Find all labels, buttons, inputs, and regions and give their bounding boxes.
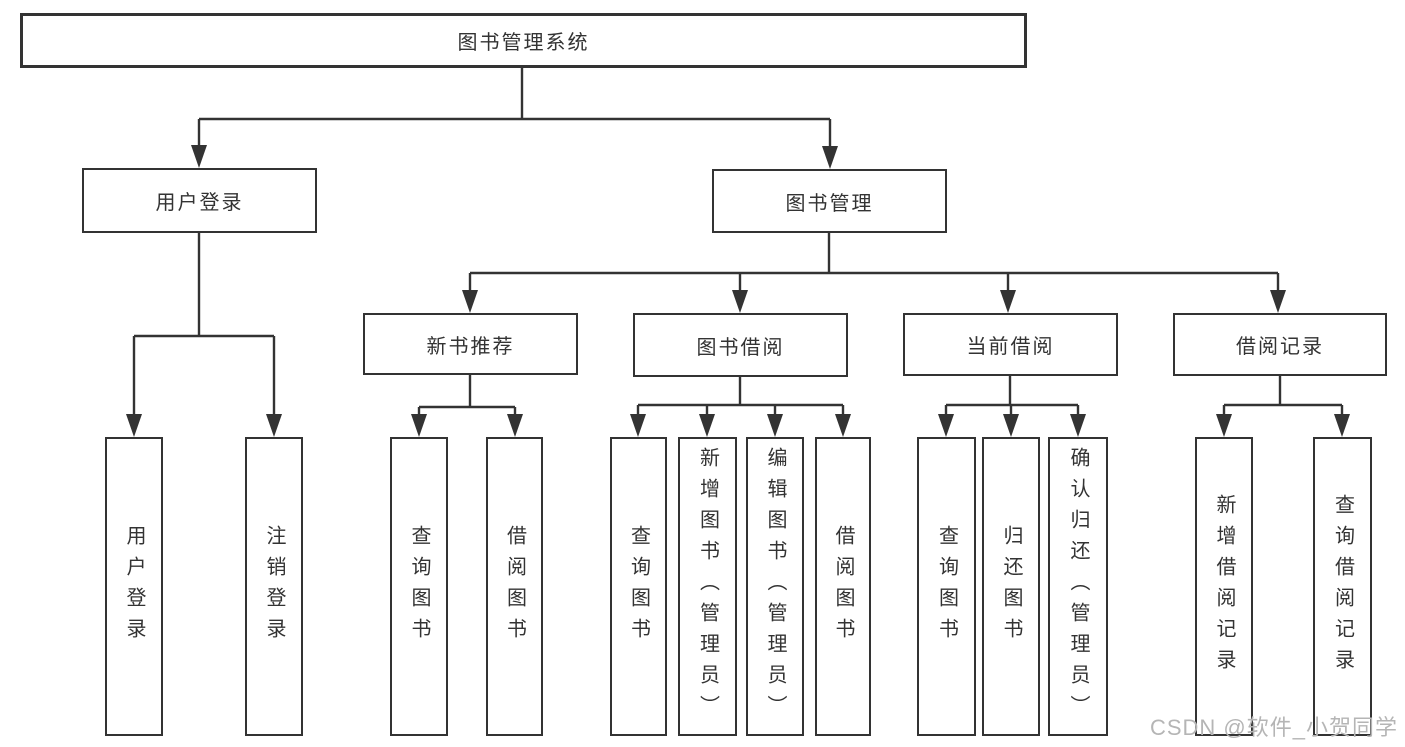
node-label: 归还图书 [1000,524,1022,649]
leaf-borrow-books-recommend: 借阅图书 [486,437,543,736]
node-label: 查询图书 [627,524,650,649]
node-label: 注销登录 [263,524,285,649]
node-label: 图书管理 [785,192,874,215]
leaf-add-borrow-record: 新增借阅记录 [1195,437,1253,736]
leaf-logout: 注销登录 [245,437,303,736]
node-label: 查询图书 [935,524,958,649]
leaf-query-books-recommend: 查询图书 [390,437,448,736]
leaf-borrow-books-borrowing: 借阅图书 [815,437,871,736]
node-label: 借阅图书 [832,524,854,649]
leaf-query-books-borrowing: 查询图书 [610,437,667,736]
node-borrowing-records: 借阅记录 [1173,313,1387,376]
leaf-edit-book-admin: 编辑图书（管理员） [746,437,804,736]
node-label: 图书借阅 [696,336,785,359]
node-label: 当前借阅 [966,336,1055,358]
leaf-add-book-admin: 新增图书（管理员） [678,437,737,736]
node-user-login-branch: 用户登录 [82,168,317,233]
node-label: 查询图书 [408,524,430,649]
node-label: 用户登录 [155,192,244,214]
node-label: 借阅图书 [503,524,526,649]
node-book-management-system: 图书管理系统 [20,13,1027,68]
node-label: 新书推荐 [426,335,515,358]
node-label: 新增借阅记录 [1213,493,1235,680]
node-book-management-branch: 图书管理 [712,169,947,233]
leaf-query-books-current: 查询图书 [917,437,976,736]
node-label: 借阅记录 [1236,336,1324,358]
leaf-query-borrow-record: 查询借阅记录 [1313,437,1372,736]
node-new-book-recommend: 新书推荐 [363,313,578,375]
node-label: 新增图书（管理员） [696,447,719,726]
node-current-borrowing: 当前借阅 [903,313,1118,376]
leaf-user-login: 用户登录 [105,437,163,736]
leaf-return-book: 归还图书 [982,437,1040,736]
node-label: 查询借阅记录 [1331,493,1354,680]
csdn-watermark: CSDN @软件_小贺同学 [1149,715,1398,740]
node-label: 图书管理系统 [457,32,590,54]
node-label: 用户登录 [123,524,145,649]
node-book-borrowing: 图书借阅 [633,313,848,377]
leaf-confirm-return-admin: 确认归还（管理员） [1048,437,1108,736]
node-label: 编辑图书（管理员） [764,447,786,726]
node-label: 确认归还（管理员） [1067,447,1089,726]
